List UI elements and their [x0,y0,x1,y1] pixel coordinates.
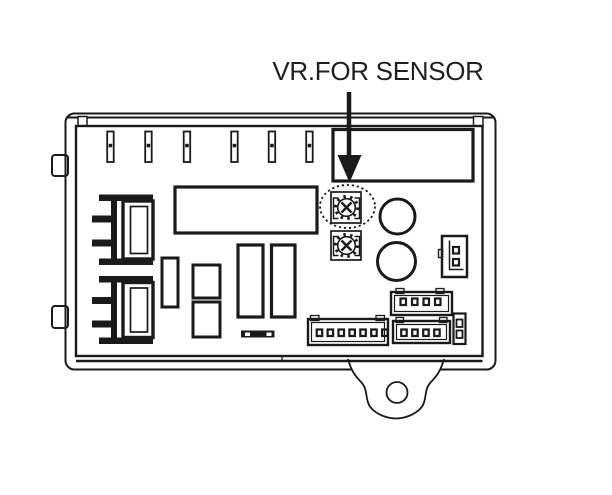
trimmer-pot-2 [330,230,362,261]
vent-slot [144,130,153,163]
vent-slot [305,130,314,163]
vr-for-sensor-label: VR.FOR SENSOR [272,56,484,86]
jumper-block [452,312,467,346]
vent-slot [182,130,192,163]
enclosure-outline [64,112,497,371]
capacitor-tall-1 [236,243,265,319]
fuse-bar [241,330,275,338]
component-thin-rect [160,256,180,309]
lid-seam [67,115,494,363]
connector-2pin [437,234,469,279]
component-square-1 [191,263,222,300]
sensor-trimmer-pot [330,191,362,224]
heatsink-terminal-1 [92,194,155,265]
relay-block-large [173,185,319,235]
left-mount-tab-bottom [51,305,69,329]
heatsink-terminal-2 [92,276,155,344]
vent-slot [106,130,115,163]
mounting-ear [347,358,445,420]
vent-slots [106,130,314,163]
connector-7pin [306,314,390,347]
highlight-dotted-circle [319,184,376,229]
vent-slot [230,130,239,163]
mounting-hole-icon [385,381,409,404]
connector-4pin-lower [391,316,452,345]
left-mount-tab-top [51,154,69,177]
round-component-2 [376,241,417,282]
vent-slot [267,130,277,163]
connector-4pin-upper [389,287,454,317]
display-window [331,127,475,183]
round-component-1 [378,197,417,236]
component-square-2 [191,300,222,339]
callout-arrow-icon [337,92,362,183]
capacitor-tall-2 [269,243,297,319]
